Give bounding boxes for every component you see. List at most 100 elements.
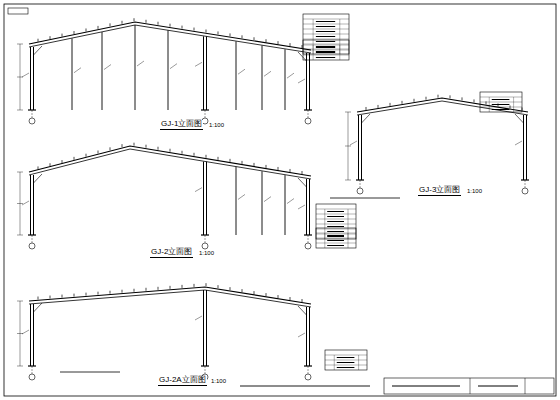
sheet-tag (8, 8, 28, 14)
table-row-line (325, 360, 367, 361)
wind-column (72, 38, 73, 110)
leader-line (287, 199, 294, 204)
leader-line (195, 316, 202, 320)
wind-column (102, 32, 103, 110)
purlin-mark (110, 147, 111, 150)
purlin-mark (218, 157, 219, 160)
rafter (29, 146, 311, 176)
axis-line (205, 366, 206, 374)
purlin-mark (98, 150, 99, 153)
purlin-mark (146, 20, 147, 23)
leader-line (195, 188, 202, 192)
elevation-title: GJ-2A立面图 (158, 376, 207, 386)
leader-line (264, 197, 271, 202)
purlin-mark (438, 95, 439, 98)
purlin-mark (254, 163, 255, 166)
purlin-mark (134, 289, 135, 292)
table-entry-mark (316, 47, 335, 48)
table-entry-mark (337, 367, 355, 368)
steel-column (306, 53, 307, 110)
purlin-mark (206, 155, 207, 158)
leader-line (298, 333, 305, 337)
title-block-divider (470, 378, 471, 394)
table-row-line (303, 50, 349, 51)
table-row-line (316, 209, 356, 210)
haunch-brace (298, 178, 307, 187)
table-column-line (313, 45, 314, 60)
purlin-mark (278, 167, 279, 170)
rafter (29, 25, 311, 53)
elevation-title: GJ-1立面图 (160, 120, 203, 130)
purlin-mark (218, 285, 219, 288)
axis-bubble (29, 243, 35, 249)
table-entry-mark (327, 221, 344, 222)
purlin-mark (50, 36, 51, 39)
axis-line (32, 235, 33, 243)
wind-column (262, 46, 263, 110)
rafter (29, 22, 311, 50)
leader-line (74, 68, 81, 73)
leader-line (515, 141, 522, 145)
table-entry-mark (316, 21, 335, 22)
table-entry-mark (327, 236, 344, 237)
haunch-brace (298, 306, 307, 315)
steel-column (206, 290, 207, 366)
purlin-mark (146, 145, 147, 148)
table-column-line (513, 97, 514, 112)
member-table (303, 40, 349, 60)
rafter (29, 290, 311, 307)
axis-line (205, 235, 206, 243)
rafter (29, 149, 311, 179)
purlin-mark (62, 160, 63, 163)
leader-line (22, 330, 29, 334)
dimension-tick (17, 110, 23, 111)
steel-column (358, 115, 359, 180)
purlin-mark (390, 103, 391, 106)
axis-line (308, 366, 309, 374)
purlin-mark (74, 294, 75, 297)
steel-column (206, 36, 207, 110)
table-row-line (325, 355, 367, 356)
member-table (303, 14, 349, 54)
steel-column (306, 179, 307, 235)
leader-line (22, 73, 29, 77)
table-column-line (358, 355, 359, 370)
wind-column (236, 41, 237, 110)
table-row-line (316, 234, 356, 235)
purlin-mark (182, 26, 183, 29)
purlin-mark (402, 101, 403, 104)
purlin-mark (98, 26, 99, 29)
steel-column (309, 179, 310, 235)
leader-line (264, 71, 271, 76)
purlin-mark (206, 29, 207, 32)
note-mark (60, 372, 120, 373)
purlin-mark (158, 22, 159, 25)
purlin-mark (242, 289, 243, 292)
purlin-mark (266, 165, 267, 168)
purlin-mark (110, 23, 111, 26)
purlin-mark (194, 284, 195, 287)
dimension-tick (345, 112, 351, 113)
purlin-mark (86, 28, 87, 31)
table-row-line (303, 44, 349, 45)
purlin-mark (86, 293, 87, 296)
leader-line (170, 64, 177, 69)
steel-column (523, 115, 524, 180)
purlin-mark (38, 297, 39, 300)
purlin-mark (170, 286, 171, 289)
leader-line (137, 61, 144, 66)
purlin-mark (450, 95, 451, 98)
steel-column (203, 290, 204, 366)
table-entry-mark (327, 245, 344, 246)
table-column-line (334, 355, 335, 370)
table-entry-mark (492, 104, 510, 105)
table-row-line (303, 55, 349, 56)
steel-column (33, 304, 34, 366)
member-table (316, 228, 356, 248)
leader-line (238, 69, 245, 74)
purlin-mark (194, 153, 195, 156)
purlin-mark (218, 31, 219, 34)
table-row-line (303, 29, 349, 30)
steel-column (30, 304, 31, 366)
